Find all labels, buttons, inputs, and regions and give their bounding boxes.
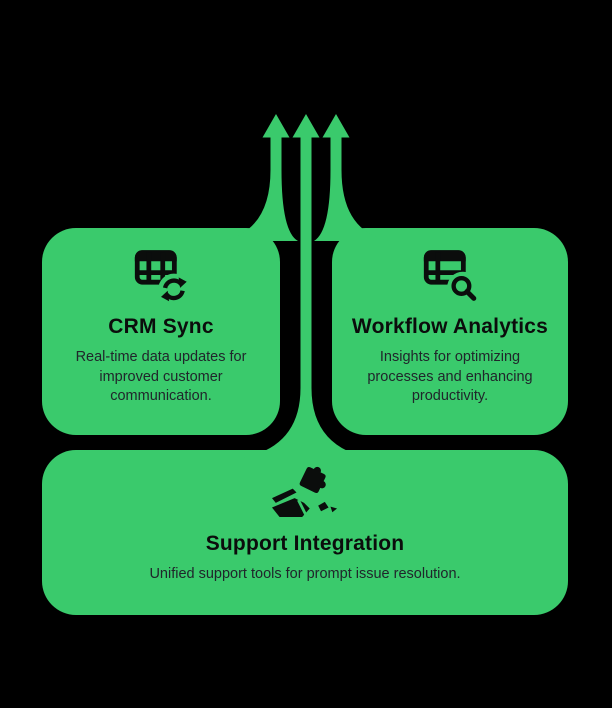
up-arrow-center — [237, 114, 375, 459]
up-arrow-left — [222, 114, 298, 241]
card-description: Insights for optimizing processes and en… — [367, 349, 533, 405]
table-search-icon — [421, 247, 480, 305]
card-workflow-analytics: Workflow Analytics Insights for optimizi… — [332, 228, 568, 435]
card-shape-crm-sync — [42, 228, 280, 435]
card-title: CRM Sync — [108, 315, 214, 338]
up-arrow-right — [314, 114, 390, 241]
card-description: Real-time data updates for improved cust… — [75, 349, 247, 405]
card-shape-support-integration — [42, 450, 568, 615]
table-sync-icon — [132, 247, 191, 305]
card-shape-workflow-analytics — [332, 228, 568, 435]
card-crm-sync: CRM Sync Real-time data updates for impr… — [42, 228, 280, 435]
hand-puzzle-icon — [272, 464, 338, 522]
card-description: Unified support tools for prompt issue r… — [149, 566, 461, 582]
card-title: Workflow Analytics — [351, 315, 549, 338]
card-title: Support Integration — [205, 532, 405, 555]
card-support-integration: Support Integration Unified support tool… — [42, 450, 568, 615]
